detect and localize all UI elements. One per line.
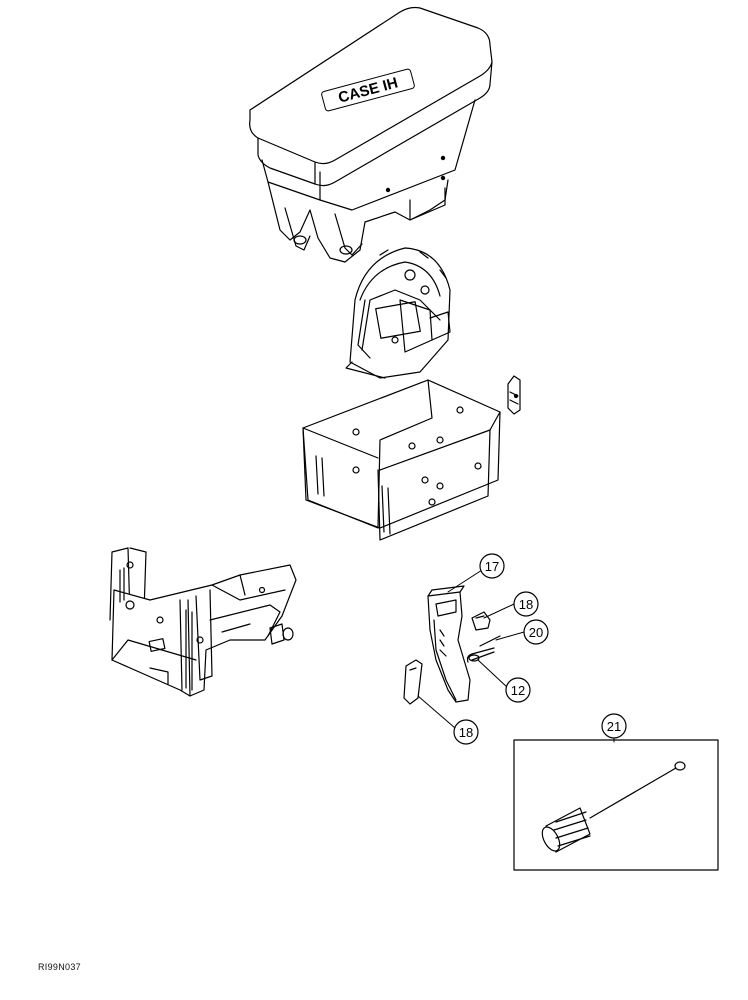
svg-text:18: 18: [459, 725, 473, 740]
svg-text:17: 17: [485, 559, 499, 574]
latch-part: [507, 375, 521, 415]
leader-lines: [417, 569, 615, 743]
row-unit-bracket: [109, 547, 297, 697]
tube-bracket-part: [403, 659, 423, 705]
inset-box: [513, 739, 719, 871]
callout-17: 17: [479, 553, 505, 579]
callout-20: 20: [523, 619, 549, 645]
pin-part: [479, 635, 501, 647]
frame-box: [302, 379, 501, 541]
callout-18-upper: 18: [513, 591, 539, 617]
figure-code: RI99N037: [38, 962, 81, 972]
seed-meter: [345, 247, 451, 379]
svg-text:18: 18: [519, 597, 533, 612]
svg-text:21: 21: [607, 719, 621, 734]
seed-tube: [427, 585, 471, 703]
callout-18-lower: 18: [453, 719, 479, 745]
seed-hopper: CASE IH: [249, 6, 493, 263]
brush-part: [541, 807, 591, 853]
svg-text:20: 20: [529, 625, 543, 640]
svg-text:12: 12: [511, 683, 525, 698]
hairpin-clip: [466, 647, 495, 663]
callout-21: 21: [601, 713, 627, 739]
callout-12: 12: [505, 677, 531, 703]
tube-guard-part: [471, 611, 491, 631]
